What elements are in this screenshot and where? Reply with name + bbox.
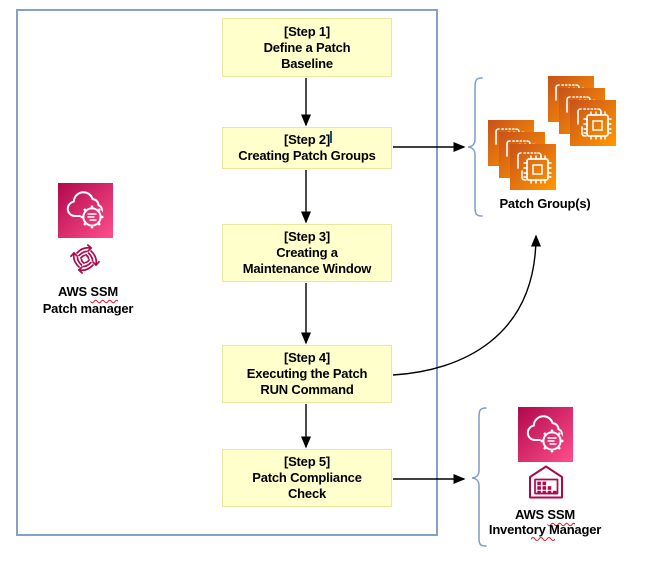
step-4-line-2: Executing the Patch — [246, 366, 368, 381]
step-4-box[interactable]: [Step 4] Executing the Patch RUN Command — [222, 345, 392, 403]
left-service-label-line1: AWS SSM — [57, 284, 118, 299]
step-2-box[interactable]: [Step 2] Creating Patch Groups — [222, 127, 392, 169]
left-service-label: AWS SSM Patch manager — [28, 283, 148, 317]
step-1-line-2: Define a Patch — [263, 39, 351, 55]
ec2-instances-stack-icon[interactable] — [548, 76, 618, 148]
step-3-box[interactable]: [Step 3] Creating a Maintenance Window — [222, 224, 392, 282]
step-5-line-3: Check — [287, 486, 327, 501]
patch-groups-label: Patch Group(s) — [499, 196, 591, 211]
step-1-line-1: [Step 1] — [283, 23, 331, 39]
step-1-box[interactable]: [Step 1] Define a Patch Baseline — [222, 18, 392, 77]
ssm-inventory-icon[interactable] — [526, 463, 566, 501]
aws-systems-manager-icon[interactable] — [518, 407, 573, 462]
instance-icon — [570, 100, 616, 146]
spellcheck-squiggle — [531, 537, 555, 541]
step-4-line-1: [Step 4] — [283, 350, 331, 365]
left-service-label-line2: Patch manager — [42, 301, 134, 316]
inventory-label-line2: Inventory Manager — [488, 522, 602, 537]
step-2-line-2: Creating Patch Groups — [238, 148, 376, 163]
patch-groups-brace — [467, 77, 483, 217]
step-3-line-3: Maintenance Window — [242, 261, 372, 276]
step-3-line-2: Creating a — [276, 245, 338, 260]
instance-icon — [510, 144, 556, 190]
step-3-line-1: [Step 3] — [283, 229, 331, 244]
ec2-instances-stack-icon[interactable] — [488, 120, 558, 192]
inventory-label-line1: AWS SSM — [514, 507, 575, 522]
misspelled-word: SSM — [90, 284, 118, 299]
ssm-arrows-diamond-icon[interactable] — [67, 241, 103, 277]
misspelled-word: SSM — [547, 507, 575, 522]
inventory-service-label: AWS SSM Inventory Manager — [477, 507, 613, 537]
aws-systems-manager-icon[interactable] — [58, 183, 113, 238]
step-2-line-1: [Step 2] — [283, 132, 331, 147]
step-5-line-1: [Step 5] — [283, 454, 331, 469]
step-5-line-2: Patch Compliance — [252, 470, 362, 485]
step-1-line-3: Baseline — [281, 55, 333, 71]
step-4-line-3: RUN Command — [260, 382, 354, 397]
step-5-box[interactable]: [Step 5] Patch Compliance Check — [222, 449, 392, 507]
text-caret — [330, 131, 332, 143]
